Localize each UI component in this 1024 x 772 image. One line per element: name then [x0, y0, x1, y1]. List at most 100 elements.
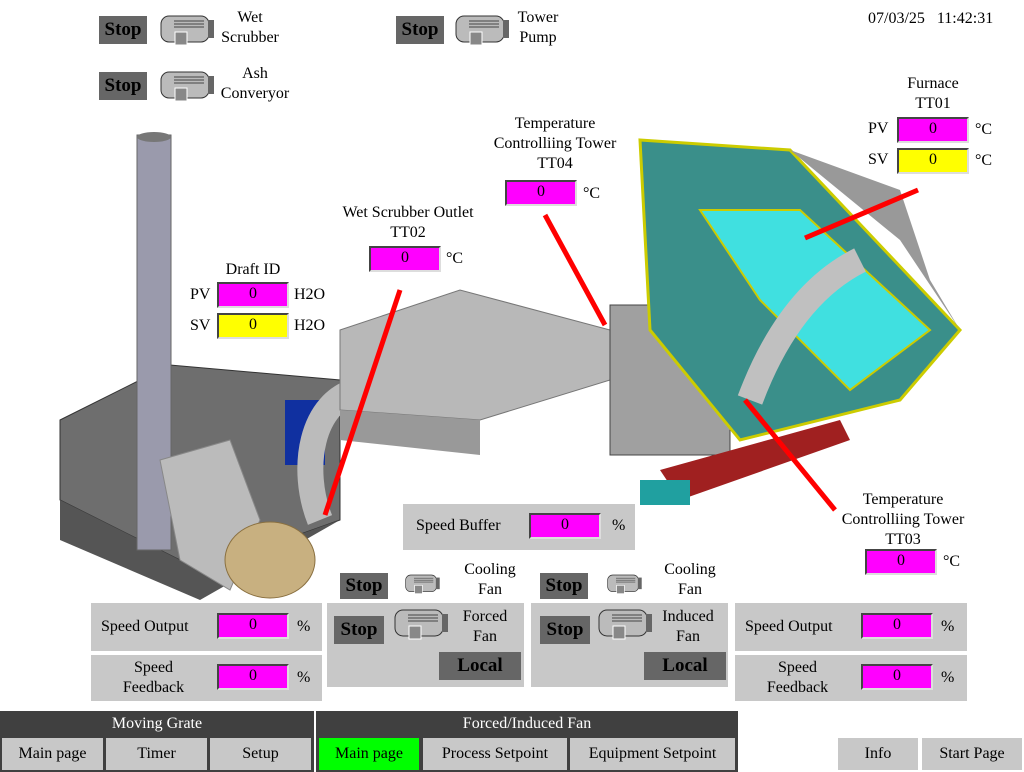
draft-pv-value: 0	[217, 282, 289, 308]
title-line: TT04	[537, 155, 573, 172]
nav-grate-timer[interactable]: Timer	[106, 738, 207, 770]
conveyor	[660, 420, 850, 500]
ash-conveyor-motor-icon[interactable]	[160, 70, 216, 102]
unit-label: H2O	[294, 317, 326, 334]
unit-label: %	[297, 669, 311, 686]
indicator-lines	[322, 187, 919, 516]
unit-label: °C	[583, 185, 601, 202]
furnace-sv-input[interactable]: 0	[897, 148, 969, 174]
label-line: Speed	[777, 659, 818, 676]
induced-speed-output-panel: Speed Output 0 %	[735, 603, 967, 651]
label-line: Fan	[478, 581, 502, 598]
draft-title: Draft ID	[225, 261, 281, 278]
label-line: Fan	[678, 581, 702, 598]
wet-scrubber-stop-button[interactable]: Stop	[99, 16, 147, 44]
ash-conveyor-stop-button[interactable]: Stop	[99, 72, 147, 100]
nav-fan-equipment-setpoint[interactable]: Equipment Setpoint	[570, 738, 735, 770]
unit-label: %	[297, 618, 311, 635]
title-line: TT02	[390, 224, 426, 241]
nav-fan-main-page[interactable]: Main page	[319, 738, 419, 770]
nav-grate-setup[interactable]: Setup	[210, 738, 311, 770]
title-line: Wet Scrubber Outlet	[342, 204, 474, 221]
tt04-value: 0	[505, 180, 577, 206]
title-line: TT01	[915, 95, 951, 112]
cooling-fan-1-motor-icon[interactable]	[405, 573, 441, 595]
speed-buffer-label: Speed Buffer	[416, 517, 501, 534]
wet-scrubber-motor-icon[interactable]	[160, 14, 216, 46]
label-line: Feedback	[122, 679, 185, 696]
tower-pump-stop-button[interactable]: Stop	[396, 16, 444, 44]
label-line: Fan	[473, 628, 497, 645]
forced-speed-output-panel: Speed Output 0 %	[91, 603, 322, 651]
plant-illustration	[59, 132, 963, 600]
info-button[interactable]: Info	[838, 738, 918, 770]
label-line: Speed	[133, 659, 174, 676]
pv-label: PV	[868, 120, 889, 137]
nav-grate-main-page[interactable]: Main page	[2, 738, 103, 770]
pv-label: PV	[190, 286, 211, 303]
induced-fan-motor-icon[interactable]	[598, 608, 654, 640]
induced-fan-local-button[interactable]: Local	[644, 652, 726, 680]
induced-speed-output-value: 0	[861, 613, 933, 639]
label-line: Pump	[519, 29, 557, 46]
speed-output-label: Speed Output	[745, 618, 833, 635]
induced-fan-stop-button[interactable]: Stop	[540, 616, 590, 644]
start-page-button[interactable]: Start Page	[922, 738, 1022, 770]
title-line: Furnace	[907, 75, 959, 92]
forced-fan-stop-button[interactable]: Stop	[334, 616, 384, 644]
unit-label: %	[941, 669, 955, 686]
cooling-fan-2-motor-icon[interactable]	[607, 573, 643, 595]
date: 07/03/25	[868, 10, 925, 27]
label-line: Scrubber	[221, 29, 279, 46]
label-line: Converyor	[220, 85, 290, 102]
speed-buffer-panel: Speed Buffer 0 %	[403, 504, 635, 550]
label-line: Cooling	[464, 561, 516, 578]
draft-sv-input[interactable]: 0	[217, 313, 289, 339]
time: 11:42:31	[936, 10, 994, 27]
title-line: Controlliing Tower	[841, 511, 965, 528]
label-line: Forced	[462, 608, 508, 625]
cooling-fan-2-stop-button[interactable]: Stop	[540, 573, 588, 599]
title-line: Temperature	[862, 491, 944, 508]
blower	[224, 521, 316, 599]
label-line: Feedback	[766, 679, 829, 696]
speed-buffer-value: 0	[529, 513, 601, 539]
nav-group-title: Moving Grate	[111, 715, 203, 732]
unit-label: %	[941, 618, 955, 635]
sv-label: SV	[190, 317, 211, 334]
title-line: Controlliing Tower	[493, 135, 617, 152]
tt03-value: 0	[865, 549, 937, 575]
unit-label: °C	[943, 553, 961, 570]
unit-label: °C	[975, 121, 993, 138]
label-line: Ash	[242, 65, 268, 82]
label-line: Induced	[662, 608, 714, 625]
forced-fan-local-button[interactable]: Local	[439, 652, 521, 680]
nav-fan-process-setpoint[interactable]: Process Setpoint	[423, 738, 567, 770]
tt02-value: 0	[369, 246, 441, 272]
tower-pump-motor-icon[interactable]	[455, 14, 511, 46]
cooling-fan-1-stop-button[interactable]: Stop	[340, 573, 388, 599]
forced-speed-feedback-value: 0	[217, 664, 289, 690]
label-line: Cooling	[664, 561, 716, 578]
forced-speed-output-value: 0	[217, 613, 289, 639]
nav-group-title: Forced/Induced Fan	[462, 715, 592, 732]
induced-speed-feedback-value: 0	[861, 664, 933, 690]
datetime: 07/03/25 11:42:31	[868, 10, 993, 28]
label-line: Wet	[237, 9, 263, 26]
title-line: Temperature	[514, 115, 596, 132]
forced-fan-motor-icon[interactable]	[394, 608, 450, 640]
furnace-duct	[737, 248, 867, 405]
speed-output-label: Speed Output	[101, 618, 189, 635]
unit-label: °C	[975, 152, 993, 169]
sv-label: SV	[868, 151, 889, 168]
